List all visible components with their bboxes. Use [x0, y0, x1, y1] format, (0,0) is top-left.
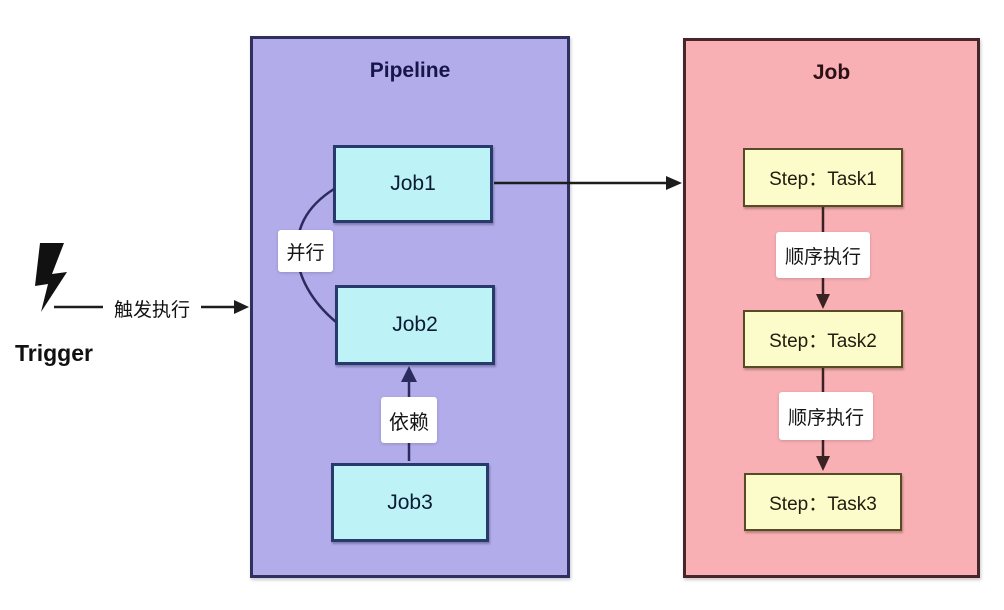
job-panel-title: Job [812, 61, 851, 84]
parallel-edge-label: 并行 [278, 230, 333, 272]
job3-node: Job3 [331, 463, 489, 542]
lightning-bolt-icon [35, 243, 67, 312]
dependency-edge-label-text: 依赖 [389, 411, 429, 434]
step-task3-label: Step：Task3 [769, 493, 877, 515]
pipeline-title: Pipeline [369, 59, 451, 82]
parallel-edge-label-text: 并行 [286, 242, 325, 264]
step-task1-node: Step：Task1 [743, 148, 903, 207]
trigger-arrow-label: 触发执行 [104, 294, 200, 322]
job1-label: Job1 [390, 172, 436, 195]
trigger-arrowhead [234, 300, 249, 314]
job1-to-job-arrowhead [666, 176, 682, 190]
job3-label: Job3 [387, 490, 433, 514]
step-task1-label: Step：Task1 [769, 169, 877, 190]
sequence-edge-label-2: 顺序执行 [779, 392, 873, 440]
sequence-edge-label-2-text: 顺序执行 [787, 407, 864, 429]
job2-node: Job2 [335, 285, 495, 365]
job1-node: Job1 [333, 145, 493, 223]
step-task2-node: Step：Task2 [743, 310, 903, 368]
job2-label: Job2 [392, 313, 438, 336]
sequence-edge-label-1-text: 顺序执行 [784, 246, 861, 268]
step-task2-label: Step：Task2 [769, 330, 877, 352]
sequence-edge-label-1: 顺序执行 [776, 232, 870, 278]
dependency-edge-label: 依赖 [381, 397, 437, 443]
step-task3-node: Step：Task3 [744, 473, 902, 531]
trigger-label: Trigger [15, 340, 93, 366]
